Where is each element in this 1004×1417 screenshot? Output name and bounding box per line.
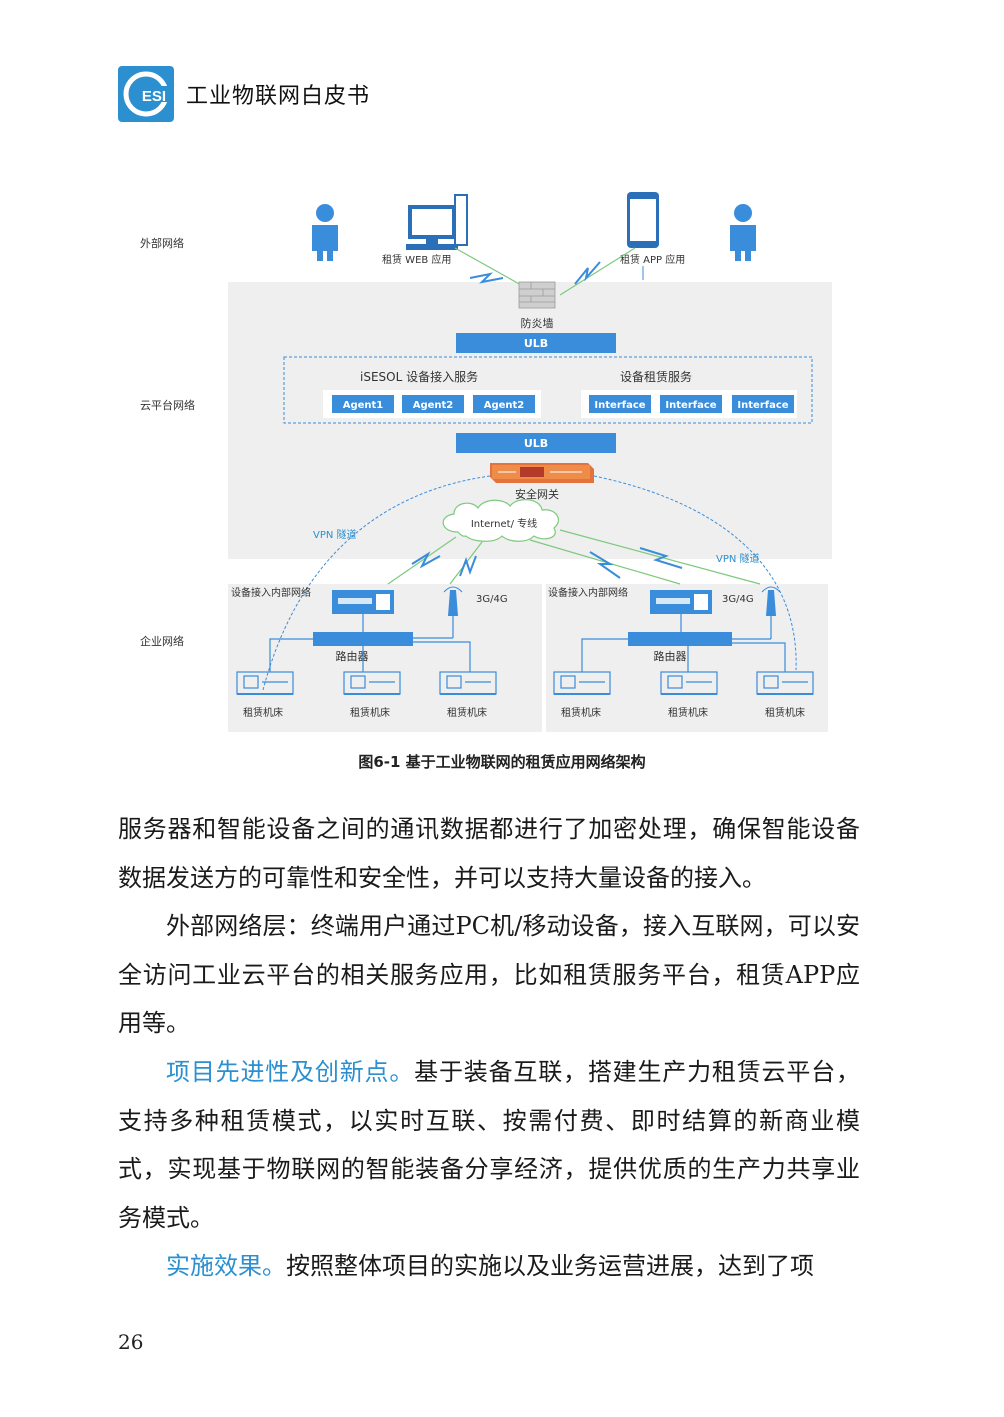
logo-text: ESI <box>142 88 166 105</box>
ulb-bar-bottom <box>456 433 616 453</box>
page-number: 26 <box>118 1330 144 1354</box>
interface-label: Interface <box>594 400 645 411</box>
figure-caption: 图6-1 基于工业物联网的租赁应用网络架构 <box>358 753 646 771</box>
vpn-right-label: VPN 隧道 <box>716 552 760 565</box>
machine-label: 租赁机床 <box>447 706 487 719</box>
left-3g-label: 3G/4G <box>476 594 508 605</box>
wireless-link-icon <box>411 551 441 569</box>
antenna-icon <box>761 586 781 616</box>
security-gateway-icon <box>490 463 594 483</box>
firewall-label: 防炎墙 <box>521 316 554 330</box>
machine-label: 租赁机床 <box>350 706 390 719</box>
wireless-link-icon <box>574 261 601 285</box>
machine-tool-icon <box>343 671 401 695</box>
vpn-tunnel-left <box>262 475 491 691</box>
services-dashed-box <box>283 356 813 424</box>
wireless-link-icon <box>459 555 477 577</box>
wireless-link-icon <box>469 272 504 284</box>
right-3g-label: 3G/4G <box>722 594 754 605</box>
agent-label: Agent2 <box>484 400 525 411</box>
machine-tool-icon <box>756 671 814 695</box>
agent-box <box>332 395 394 413</box>
machine-label: 租赁机床 <box>668 706 708 719</box>
access-service-title: iSESOL 设备接入服务 <box>360 369 478 384</box>
section-highlight: 项目先进性及创新点。 <box>166 1057 415 1086</box>
paragraph-text: 按照整体项目的实施以及业务运营进展，达到了项 <box>286 1252 814 1281</box>
agent-box <box>402 395 464 413</box>
right-net-label: 设备接入内部网络 <box>548 586 628 599</box>
web-app-label: 租赁 WEB 应用 <box>382 253 451 266</box>
mobile-phone-icon <box>627 192 659 248</box>
paragraph-text: 外部网络层：终端用户通过PC机/移动设备，接入互联网，可以安全访问工业云平台的相… <box>118 912 860 1038</box>
internet-label: Internet/ 专线 <box>471 517 537 530</box>
right-router-label: 路由器 <box>654 649 687 663</box>
interface-box <box>732 395 794 413</box>
interface-label: Interface <box>665 400 716 411</box>
zone-external-label: 外部网络 <box>140 236 184 250</box>
body-text: 服务器和智能设备之间的通讯数据都进行了加密处理，确保智能设备数据发送方的可靠性和… <box>118 805 860 1291</box>
left-router-label: 路由器 <box>336 649 369 663</box>
antenna-icon <box>443 586 463 616</box>
ulb-bottom-label: ULB <box>524 437 548 450</box>
user-icon <box>312 204 338 261</box>
network-architecture-diagram: 外部网络 云平台网络 企业网络 租赁 WEB 应用 租赁 APP 应用 <box>140 192 832 732</box>
paragraph: 服务器和智能设备之间的通讯数据都进行了加密处理，确保智能设备数据发送方的可靠性和… <box>118 815 860 892</box>
gateway-label: 安全网关 <box>515 487 559 501</box>
vpn-tunnel-right <box>593 475 797 671</box>
switch-icon <box>332 590 394 614</box>
mobile-app-label: 租赁 APP 应用 <box>620 253 685 266</box>
paragraph: 外部网络层：终端用户通过PC机/移动设备，接入互联网，可以安全访问工业云平台的相… <box>118 902 860 1048</box>
desktop-pc-icon <box>406 194 468 250</box>
agent-label: Agent1 <box>343 400 384 411</box>
machine-label: 租赁机床 <box>243 706 283 719</box>
paragraph: 项目先进性及创新点。基于装备互联，搭建生产力租赁云平台，支持多种租赁模式，以实时… <box>118 1048 860 1242</box>
machine-label: 租赁机床 <box>765 706 805 719</box>
document-title: 工业物联网白皮书 <box>186 84 371 109</box>
zone-enterprise-label: 企业网络 <box>140 634 184 648</box>
router-bar <box>313 632 413 646</box>
user-icon <box>730 204 756 261</box>
router-bar <box>628 632 732 646</box>
machine-tool-icon <box>553 671 611 695</box>
paragraph-text: 基于装备互联，搭建生产力租赁云平台，支持多种租赁模式，以实时互联、按需付费、即时… <box>118 1057 861 1232</box>
ulb-top-label: ULB <box>524 337 548 350</box>
rental-service-title: 设备租赁服务 <box>620 369 692 384</box>
machine-tool-icon <box>660 671 718 695</box>
interface-label: Interface <box>737 400 788 411</box>
machine-label: 租赁机床 <box>561 706 601 719</box>
section-highlight: 实施效果。 <box>166 1252 286 1281</box>
firewall-icon <box>518 281 556 309</box>
switch-icon <box>650 590 712 614</box>
ulb-bar-top <box>456 333 616 353</box>
wireless-link-icon <box>639 547 683 569</box>
paragraph: 实施效果。按照整体项目的实施以及业务运营进展，达到了项 <box>118 1242 860 1291</box>
page-header: ESI 工业物联网白皮书 <box>118 66 370 122</box>
internet-cloud-icon <box>442 499 559 542</box>
agent-label: Agent2 <box>413 400 454 411</box>
vpn-left-label: VPN 隧道 <box>313 528 357 541</box>
zone-cloud-label: 云平台网络 <box>140 398 195 412</box>
interface-box <box>589 395 651 413</box>
agent-box <box>473 395 535 413</box>
interface-box <box>660 395 722 413</box>
wireless-link-icon <box>589 551 621 579</box>
left-net-label: 设备接入内部网络 <box>231 586 311 599</box>
esi-logo-icon: ESI <box>118 66 174 122</box>
machine-tool-icon <box>439 671 497 695</box>
machine-tool-icon <box>236 671 294 695</box>
